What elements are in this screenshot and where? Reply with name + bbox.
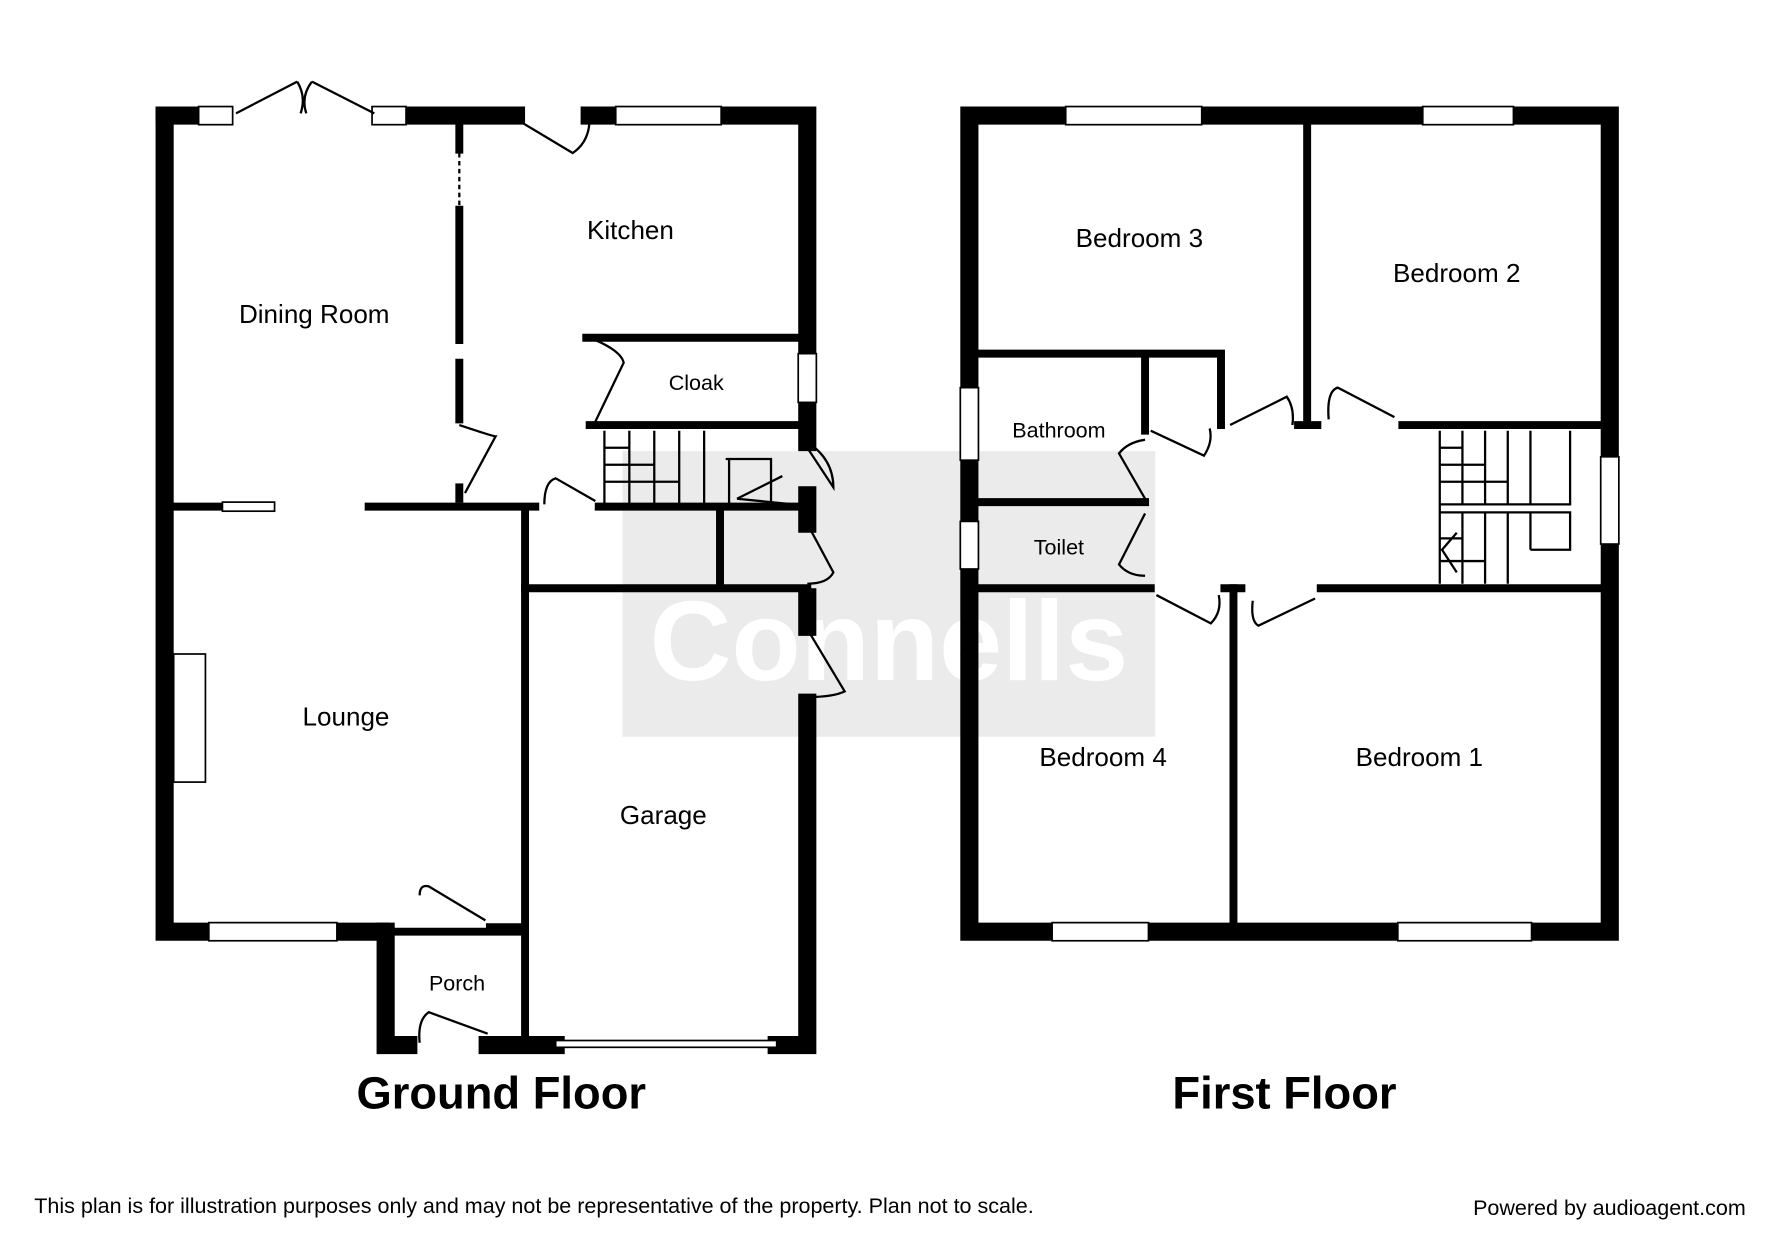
- room-label-bedroom-4: Bedroom 4: [1039, 742, 1166, 772]
- doors: [235, 80, 847, 1043]
- lounge-window: [207, 921, 338, 942]
- bedroom1-window: [1396, 921, 1533, 942]
- serving-hatch: [221, 501, 276, 513]
- fireplace: [172, 653, 207, 783]
- cloak-window: [797, 352, 818, 404]
- bathroom-window: [959, 386, 980, 462]
- powered-by: Powered by audioagent.com: [1473, 1196, 1746, 1220]
- disclaimer: This plan is for illustration purposes o…: [34, 1194, 1033, 1218]
- room-label-bedroom-3: Bedroom 3: [1076, 223, 1203, 253]
- room-label-bedroom-1: Bedroom 1: [1356, 742, 1483, 772]
- ground-floor-title: Ground Floor: [356, 1068, 646, 1119]
- room-label-dining-room: Dining Room: [239, 299, 390, 329]
- bedroom2-window: [1421, 105, 1515, 126]
- room-label-toilet: Toilet: [1034, 535, 1084, 559]
- bedroom3-window: [1064, 105, 1203, 126]
- ground-floor: Dining Room Kitchen Cloak Lounge Garage …: [155, 80, 847, 1119]
- watermark-logo: Connells: [650, 578, 1129, 705]
- first-floor: Bedroom 3 Bedroom 2 Bathroom Toilet Bedr…: [959, 105, 1620, 1119]
- room-label-bathroom: Bathroom: [1012, 419, 1105, 443]
- dining-french-window-right: [371, 105, 407, 126]
- doors: [1117, 386, 1395, 627]
- room-label-kitchen: Kitchen: [587, 215, 674, 245]
- staircase: [603, 430, 794, 506]
- dining-french-window-left: [197, 105, 234, 126]
- toilet-window: [959, 520, 980, 570]
- bedroom4-window: [1051, 921, 1150, 942]
- garage-door: [554, 1039, 778, 1049]
- room-label-porch: Porch: [429, 972, 485, 996]
- room-label-cloak: Cloak: [669, 371, 724, 395]
- room-label-garage: Garage: [620, 800, 707, 830]
- landing-window: [1599, 455, 1620, 545]
- room-label-bedroom-2: Bedroom 2: [1393, 258, 1520, 288]
- staircase: [1438, 430, 1572, 584]
- first-floor-title: First Floor: [1172, 1068, 1396, 1119]
- kitchen-window: [614, 105, 722, 126]
- room-label-lounge: Lounge: [303, 701, 390, 731]
